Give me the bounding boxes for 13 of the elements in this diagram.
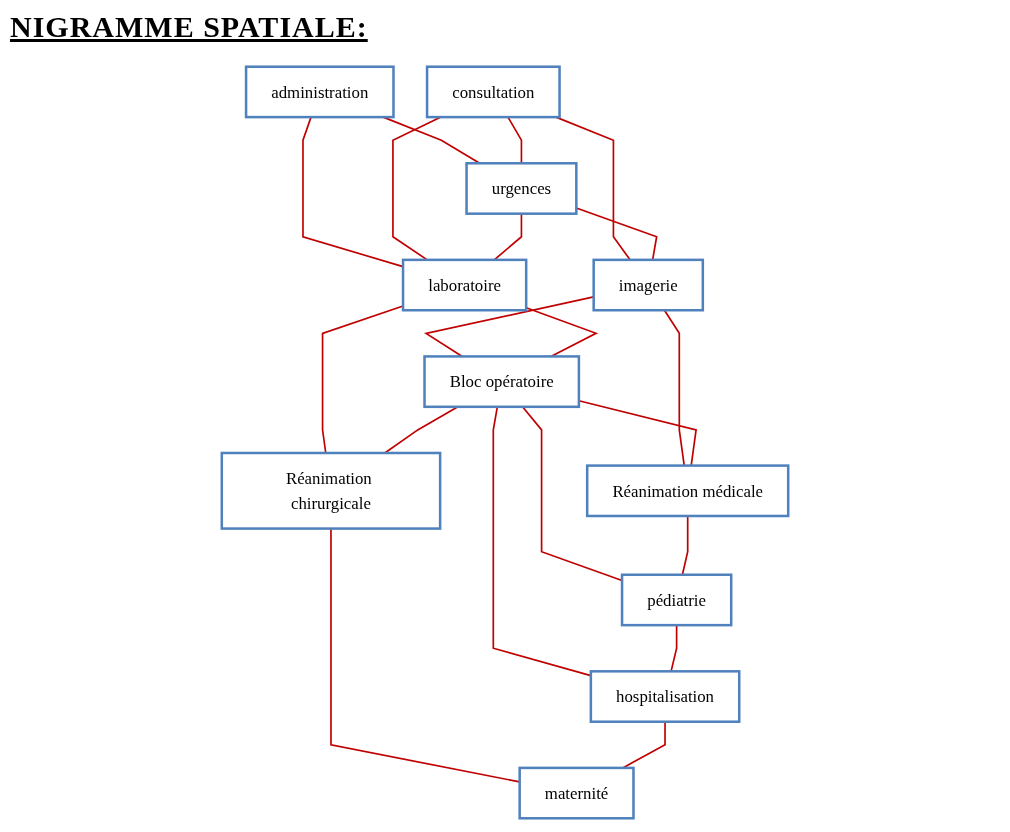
connector-line: [321, 305, 404, 454]
node-box: Réanimation médicale: [585, 464, 790, 518]
node-box: laboratoire: [401, 258, 528, 312]
node-box: Bloc opératoire: [423, 355, 581, 409]
node-box: imagerie: [592, 258, 705, 312]
node-box: urgences: [465, 162, 578, 215]
node-box: maternité: [518, 766, 635, 820]
node-box: hospitalisation: [589, 670, 741, 723]
node-box: Réanimation chirurgicale: [220, 451, 442, 530]
diagram-title: NIGRAMME SPATIALE:: [10, 10, 368, 44]
node-box: consultation: [425, 65, 561, 119]
node-box: administration: [244, 65, 395, 119]
node-box: pédiatrie: [620, 573, 733, 627]
